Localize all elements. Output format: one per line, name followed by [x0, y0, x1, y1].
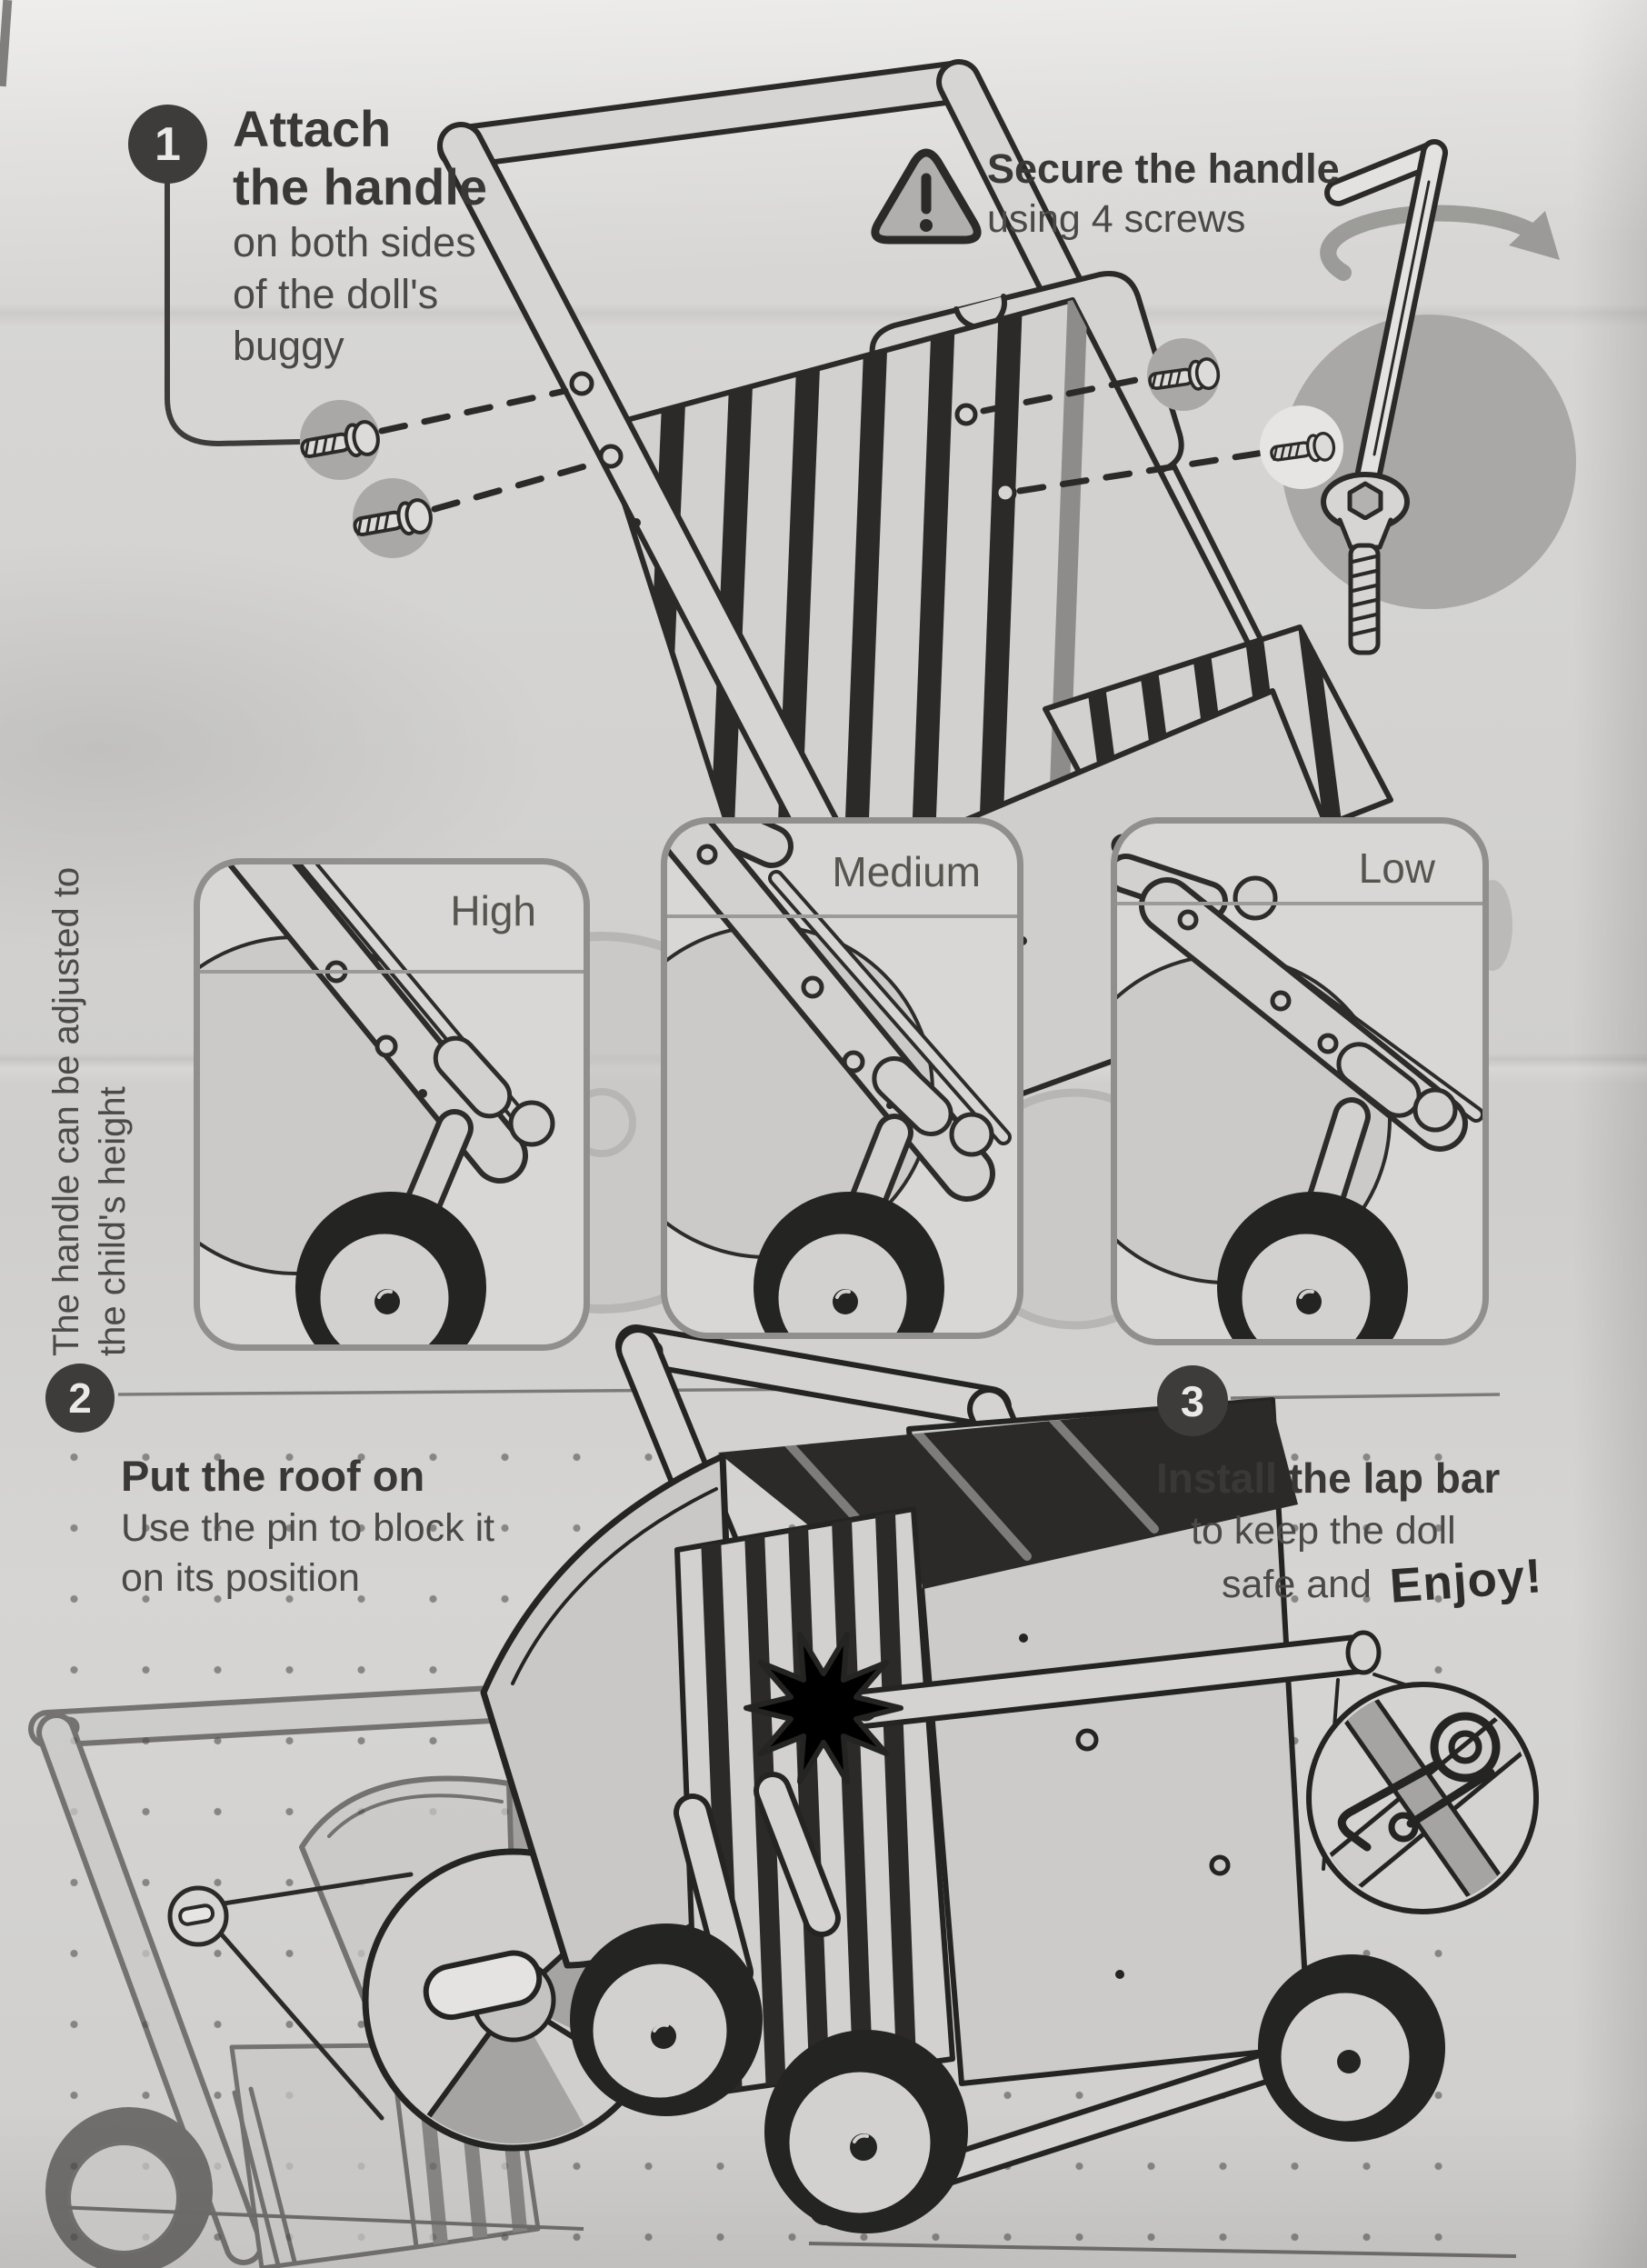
wheel-icon: [570, 1923, 763, 2116]
pin-icon: [423, 1950, 543, 2021]
step-2-number: 2: [68, 1374, 92, 1422]
safety-pin-icon: [1337, 1712, 1501, 1852]
screw-callouts-right: [954, 338, 1267, 505]
screw-callouts-left: [297, 387, 598, 558]
ground-line: [808, 2242, 1517, 2258]
dashed-leader-line: [431, 460, 598, 513]
step-1-instructions: Attach the handle on both sides of the d…: [233, 100, 487, 372]
height-panel-high: High: [194, 858, 590, 1351]
ground-line: [55, 2205, 584, 2231]
height-panel-low: Low: [1111, 817, 1489, 1345]
step-1-title-line: Attach: [233, 100, 392, 157]
rotation-arrow-icon: [1320, 205, 1560, 281]
panel-label-high: High: [450, 887, 536, 934]
step-1-title-line: the handle: [233, 158, 488, 215]
panel-label-medium: Medium: [832, 848, 981, 895]
enjoy-emphasis: Enjoy!: [1388, 1549, 1544, 1614]
step-2-title: Put the roof on: [121, 1452, 425, 1500]
warning-note: Secure the handle using 4 screws: [987, 144, 1340, 244]
doll-buggy-step1-illustration: [437, 59, 1393, 1157]
lap-bar-pin-detail: [1306, 1673, 1539, 1914]
dashed-leader-line: [1016, 449, 1267, 495]
panel-divider: [200, 970, 584, 974]
pin-icon: [178, 1903, 215, 1926]
warning-title: Secure the handle: [987, 145, 1340, 192]
step-1-body-line: of the doll's: [233, 271, 439, 317]
doll-buggy-assembled-illustration: [480, 1324, 1445, 2233]
step-1-number: 1: [155, 117, 181, 171]
step-3-title: Install the lap bar: [1156, 1454, 1501, 1502]
step-3-instructions: Install the lap bar to keep the doll saf…: [1156, 1451, 1544, 1614]
panel-divider: [667, 914, 1017, 918]
dashed-leader-line: [378, 387, 569, 435]
step-1-body-line: buggy: [233, 323, 344, 369]
hex-key-icon: [1324, 139, 1448, 486]
step-1-body-line: on both sides: [233, 219, 476, 265]
step-3-body-line: safe and Enjoy!: [1222, 1549, 1544, 1614]
panel-label-low: Low: [1358, 844, 1435, 892]
step-2-body-line: on its position: [121, 1556, 360, 1600]
handle-low-illustration: [1117, 854, 1482, 1339]
side-note-line: the child's height: [93, 1086, 133, 1356]
step-1-badge: 1: [128, 105, 207, 184]
step-3-badge: 3: [1157, 1365, 1228, 1436]
hex-socket-screw-icon: [1321, 472, 1410, 655]
side-note-line: The handle can be adjusted to: [46, 866, 86, 1356]
wheel-icon: [1258, 1954, 1445, 2142]
step-3-body-text: safe and: [1222, 1563, 1372, 1606]
snap-starburst-icon: [744, 1632, 903, 1784]
hex-key-detail: [1260, 139, 1576, 655]
handle-high-illustration: [200, 864, 555, 1344]
handle-medium-illustration: [667, 824, 1012, 1333]
step-3-number: 3: [1180, 1376, 1205, 1425]
step-1-connector-line: [165, 182, 301, 447]
warning-body: using 4 screws: [987, 197, 1246, 241]
height-panel-medium: Medium: [661, 817, 1023, 1339]
dashed-leader-line: [980, 375, 1149, 415]
step-2-body-line: Use the pin to block it: [121, 1506, 495, 1550]
panel-divider: [1117, 902, 1482, 905]
step-2-badge: 2: [45, 1364, 115, 1433]
step-2-instructions: Put the roof on Use the pin to block it …: [121, 1449, 494, 1604]
step-3-body-line: to keep the doll: [1191, 1509, 1456, 1553]
handle-adjust-note: The handle can be adjusted to the child'…: [44, 811, 136, 1356]
warning-icon: [871, 148, 982, 245]
wheel-icon: [764, 2030, 968, 2233]
step-3-rule: [1230, 1393, 1501, 1400]
